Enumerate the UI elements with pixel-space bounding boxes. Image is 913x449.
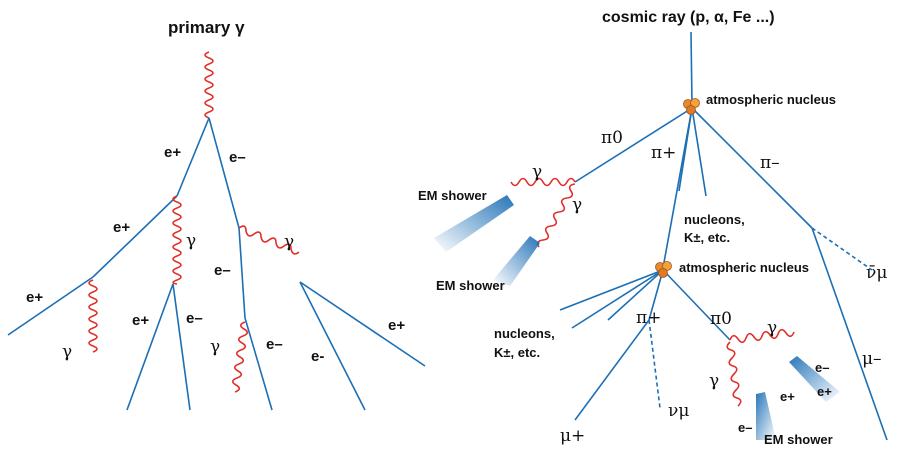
nucleon-track-2b [571,269,664,329]
nu-mu-bar-track [811,227,873,271]
pi0-track-low [662,269,731,341]
hadronic-shower: cosmic ray (p, α, Fe ...) [418,9,888,447]
e-plus-track-4 [126,283,174,411]
label-gamma-d: γ [709,371,719,391]
label-e-plus-low: e+ [132,312,149,329]
primary-track [690,31,693,105]
photon-line-mid [172,195,182,285]
label-gamma-b: γ [572,195,582,215]
mu-minus-track [811,227,888,441]
label-nucleons-1: nucleons, [684,212,745,227]
label-nucleus-2: atmospheric nucleus [679,260,809,275]
label-gamma-c: γ [767,318,777,338]
pi-plus-track-low [648,269,664,321]
label-pi-minus: π– [760,153,780,173]
label-gamma-low: γ [62,342,72,362]
label-e-minus-d: e– [738,420,752,435]
label-gamma-a: γ [532,162,542,182]
em-shower-cone-2 [493,236,540,286]
em-shower-cone-1 [434,195,514,252]
label-e-minus-low: e– [186,310,203,327]
right-title: cosmic ray (p, α, Fe ...) [602,9,775,26]
label-e-dash: e- [311,348,324,365]
e-plus-track-5 [299,281,426,367]
label-e-plus-mid: e+ [113,219,130,236]
label-em-shower-2: EM shower [436,278,505,293]
nucleon-track-2a [559,269,664,311]
hadron-track-1 [662,107,693,269]
e-plus-track-3 [7,276,94,336]
label-mu-minus: μ– [862,349,882,369]
e-plus-track-1 [176,117,210,197]
label-k-etc-2: K±, etc. [494,345,540,360]
atmospheric-nucleus-1 [683,98,700,115]
label-nu-mu: νμ [668,401,689,421]
label-em-shower-3: EM shower [764,432,833,447]
mu-plus-track [574,319,650,421]
label-mu-plus: μ+ [560,426,585,446]
photon-line-right [238,225,300,255]
label-nucleons-2: nucleons, [494,326,555,341]
label-gamma-right: γ [284,232,294,252]
pi0-track-top [574,107,693,183]
photon-line-d [726,341,742,407]
label-nu-mu-bar: ν̄μ [866,263,887,283]
e-minus-track-1 [208,117,240,229]
label-e-plus-far: e+ [26,289,43,306]
e-minus-track-2 [238,227,246,319]
em-shower-cone-3 [789,356,840,402]
photon-line-b [536,183,576,248]
label-pi0-top: π0 [601,128,623,148]
nucleon-track-1 [691,107,707,197]
label-k-etc-1: K±, etc. [684,230,730,245]
label-pi0-low: π0 [710,309,732,329]
photon-line-far-left [88,279,98,353]
photon-line-c [729,328,795,344]
label-pi-plus-top: π+ [651,143,676,163]
label-e-minus-top: e– [229,149,246,166]
photon-line-a [510,177,576,187]
label-e-minus-c: e– [815,360,829,375]
label-e-plus-d: e+ [780,389,795,404]
label-e-minus-right: e– [214,262,231,279]
label-e-plus-top: e+ [164,144,181,161]
pi-minus-track [691,107,813,229]
em-shower-cone-4 [756,392,776,440]
label-e-minus-bottom: e– [266,336,283,353]
e-plus-track-2 [92,195,178,278]
label-em-shower-1: EM shower [418,188,487,203]
label-nucleus-1: atmospheric nucleus [706,92,836,107]
nu-mu-track [648,319,661,409]
nucleon-track-2c [607,269,664,321]
left-title: primary γ [168,18,245,37]
photon-line-bottom [231,321,249,393]
photon-shower: primary γ e+ e– e+ γ γ e+ γ e+ e– e– γ e… [7,18,426,411]
label-gamma-mid: γ [186,231,196,251]
atmospheric-nucleus-2 [655,261,672,278]
primary-photon-line [204,51,214,119]
e-minus-track-3 [244,317,273,411]
label-pi-plus-low: π+ [636,308,661,328]
e-minus-track-4 [172,283,191,411]
label-e-plus-c: e+ [817,384,832,399]
label-e-plus-right: e+ [388,317,405,334]
label-gamma-bottom: γ [210,337,220,357]
e-track-5 [299,281,366,411]
